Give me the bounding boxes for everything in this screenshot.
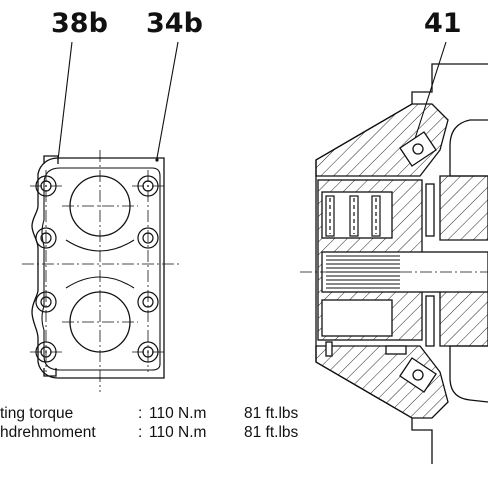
leader-38b (57, 41, 73, 161)
seal-right-top (425, 183, 435, 237)
leader-34b (156, 41, 179, 159)
inner-casing (449, 119, 488, 403)
torque-row-1: hdrehmoment : 110 N.m 81 ft.lbs (0, 425, 298, 503)
plate-outline (31, 157, 165, 379)
centre-lines (22, 150, 180, 392)
bearing-top (399, 131, 437, 167)
callout-38b: 38b (51, 8, 108, 39)
torque-label: hdrehmoment (0, 424, 96, 441)
torque-metric: 110 N.m (149, 405, 207, 422)
seal-lower (325, 341, 333, 357)
lower-cavity (321, 299, 393, 337)
seal-lower-2 (385, 345, 407, 355)
torque-imperial: 81 ft.lbs (244, 424, 299, 441)
torque-separator: : (138, 405, 143, 422)
torque-metric: 110 N.m (149, 424, 207, 441)
torque-row-0: ting torque : 110 N.m 81 ft.lbs (0, 406, 298, 484)
seal-right-bottom (425, 295, 435, 347)
flange-plate-view (22, 41, 180, 392)
bearing-bottom (399, 357, 437, 393)
torque-label: ting torque (0, 405, 74, 422)
callout-41: 41 (424, 8, 462, 39)
plate-inner-profile (41, 167, 161, 371)
bolt-holes (35, 175, 159, 363)
pump-section-view (300, 41, 488, 464)
pistons (325, 195, 381, 237)
torque-separator: : (138, 424, 143, 441)
gasket-tab-top (43, 155, 59, 164)
callout-34b: 34b (146, 8, 203, 39)
torque-imperial: 81 ft.lbs (244, 405, 299, 422)
bearing-ball-top (412, 143, 424, 155)
technical-drawing (22, 41, 488, 464)
leader-dot-34b (155, 158, 159, 162)
bearing-ball-bottom (412, 369, 424, 381)
